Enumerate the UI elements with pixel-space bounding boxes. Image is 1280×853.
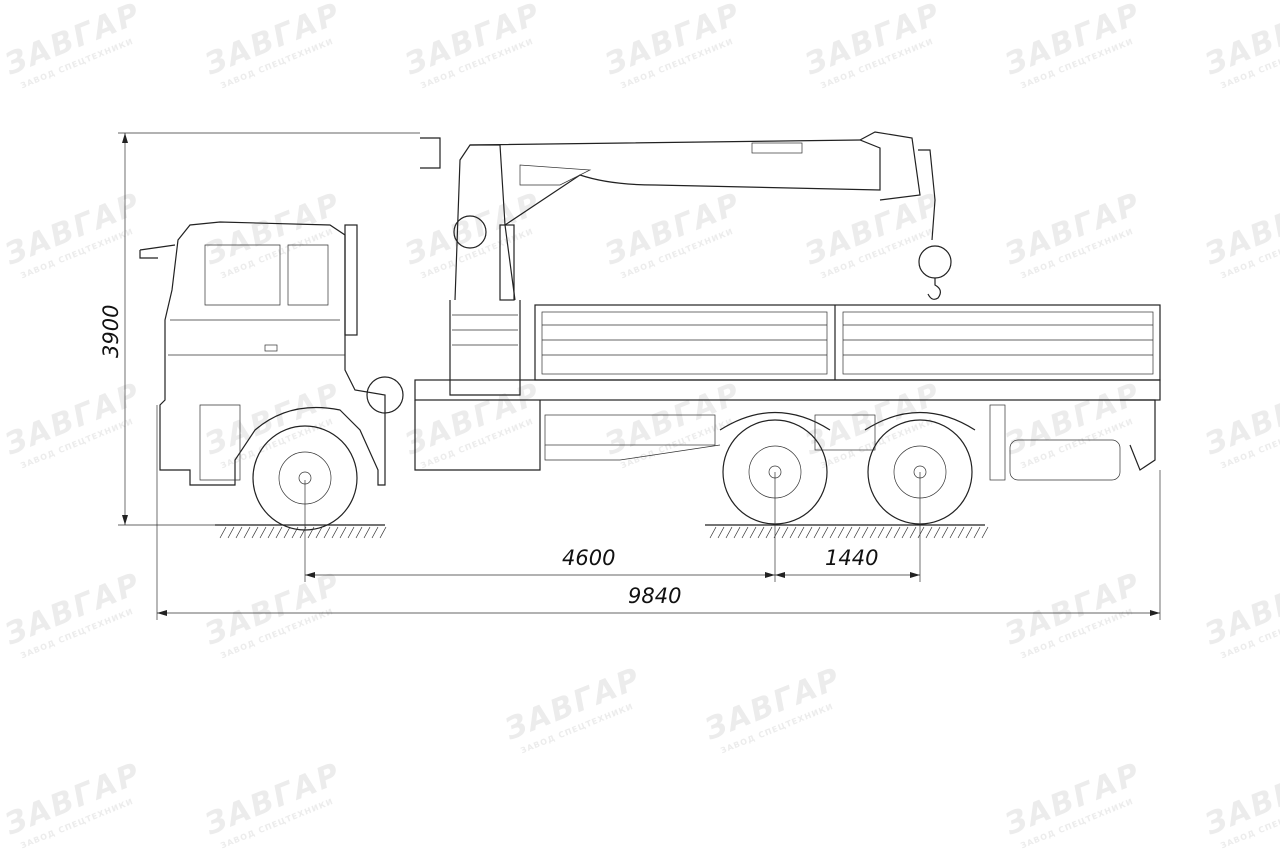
ground-hatch-line (909, 526, 917, 539)
chassis (414, 379, 1161, 481)
height-label: 3900 (99, 305, 123, 358)
ground-hatch-line (331, 526, 339, 539)
ground-hatch-line (267, 526, 275, 539)
ground-hatch-line (315, 526, 323, 539)
ground-hatch-line (917, 526, 925, 539)
ground-hatch-line (781, 526, 789, 539)
watermark-subtitle: ЗАВОД СПЕЦТЕХНИКИ (1219, 796, 1280, 851)
ground-hatch-line (973, 526, 981, 539)
ground-hatch-line (805, 526, 813, 539)
overall-length-label: 9840 (628, 584, 681, 608)
ground-hatch-line (347, 526, 355, 539)
cargo-body (534, 304, 1161, 381)
ground-hatch-line (941, 526, 949, 539)
ground-hatch-line (259, 526, 267, 539)
ground-hatch-line (925, 526, 933, 539)
ground-hatch-line (275, 526, 283, 539)
watermark-brand: ЗАВГАР (1000, 756, 1147, 843)
watermark-brand: ЗАВГАР (1200, 756, 1280, 843)
ground-hatch-line (251, 526, 259, 539)
ground-hatch-line (355, 526, 363, 539)
ground-hatch-line (741, 526, 749, 539)
ground-hatch-line (837, 526, 845, 539)
ground-hatch-line (709, 526, 717, 539)
ground-hatch-line (733, 526, 741, 539)
ground-hatch-line (813, 526, 821, 539)
ground-hatch-line (789, 526, 797, 539)
ground-hatch-line (219, 526, 227, 539)
wheelbase-rear-label: 1440 (825, 546, 878, 570)
watermark-brand: ЗАВГАР (200, 756, 347, 843)
ground-hatch-line (227, 526, 235, 539)
cab (139, 221, 404, 486)
ground-hatch-line (235, 526, 243, 539)
ground-hatch-line (725, 526, 733, 539)
watermark-subtitle: ЗАВОД СПЕЦТЕХНИКИ (1019, 796, 1135, 851)
ground-hatch-line (869, 526, 877, 539)
ground-hatch-line (371, 526, 379, 539)
ground-hatch-line (933, 526, 941, 539)
ground-hatch-line (877, 526, 885, 539)
ground-hatch-line (901, 526, 909, 539)
length-dimension: 9840 (156, 405, 1161, 620)
ground-hatch-line (893, 526, 901, 539)
ground-hatch-line (829, 526, 837, 539)
crane (420, 131, 952, 396)
ground-hatch-line (243, 526, 251, 539)
ground-hatch-line (339, 526, 347, 539)
ground-hatch-line (797, 526, 805, 539)
ground-hatch-line (291, 526, 299, 539)
truck-crane-drawing: 3900 (99, 131, 1161, 620)
ground-hatch-line (765, 526, 773, 539)
ground-hatch-line (307, 526, 315, 539)
wheelbase-dimensions: 4600 1440 (304, 472, 921, 582)
ground-hatch-line (981, 526, 989, 539)
ground-hatch-line (949, 526, 957, 539)
ground (215, 524, 989, 539)
ground-hatch-line (965, 526, 973, 539)
ground-hatch-line (885, 526, 893, 539)
watermark-brand: ЗАВГАР (0, 756, 147, 843)
watermark-subtitle: ЗАВОД СПЕЦТЕХНИКИ (219, 796, 335, 851)
ground-hatch-line (379, 526, 387, 539)
watermark-subtitle: ЗАВОД СПЕЦТЕХНИКИ (19, 796, 135, 851)
ground-hatch-line (821, 526, 829, 539)
height-dimension: 3900 (99, 132, 420, 526)
ground-hatch-line (845, 526, 853, 539)
ground-hatch-line (363, 526, 371, 539)
ground-hatch-line (283, 526, 291, 539)
ground-hatch-line (717, 526, 725, 539)
ground-hatch-line (853, 526, 861, 539)
ground-hatch-line (323, 526, 331, 539)
ground-hatch-line (749, 526, 757, 539)
ground-hatch-line (957, 526, 965, 539)
ground-hatch-line (757, 526, 765, 539)
ground-hatch-line (861, 526, 869, 539)
wheelbase-front-label: 4600 (562, 546, 615, 570)
